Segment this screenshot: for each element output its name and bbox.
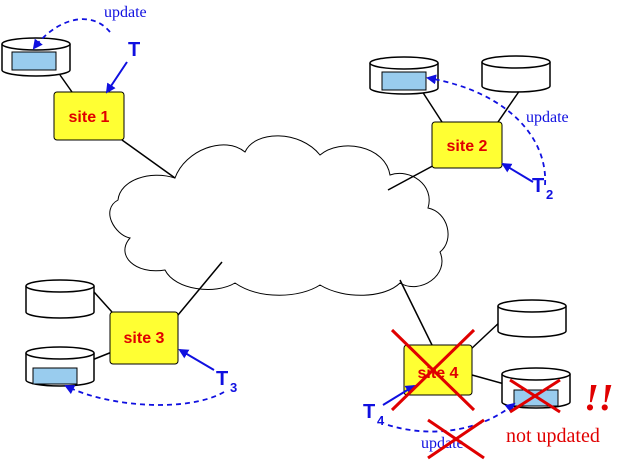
database-disk-site4-a — [497, 299, 567, 338]
t4-label: T — [363, 401, 375, 423]
site-1-node: site 1 — [53, 91, 125, 141]
site-1-label: site 1 — [69, 109, 110, 126]
t1-label: T — [128, 39, 140, 61]
database-disk-site2-a — [369, 56, 439, 95]
update-label-site1: update — [104, 4, 147, 21]
t4-subscript: 4 — [377, 413, 385, 428]
not-updated-label: not updated — [506, 425, 600, 447]
t3-subscript: 3 — [230, 380, 237, 395]
network-cloud — [109, 135, 449, 296]
disk-not-updated-cross — [509, 378, 561, 414]
replica-data-block — [32, 367, 78, 385]
update-cancel-cross — [427, 418, 485, 460]
database-disk-site2-b — [481, 55, 551, 93]
site-2-label: site 2 — [447, 138, 488, 155]
t3-label: T — [216, 368, 228, 390]
exclamation-marks: !! — [584, 377, 614, 419]
site-4-failure-cross — [390, 328, 476, 412]
update-arrows — [32, 18, 546, 433]
database-disk-site3-b — [25, 346, 95, 387]
database-disk-site3-a — [25, 279, 95, 319]
transaction-labels: T T 2 T 3 T 4 — [128, 39, 553, 428]
database-disk-site1 — [1, 37, 71, 77]
t2-label: T — [532, 175, 544, 197]
replica-data-block — [381, 71, 427, 91]
site-3-label: site 3 — [124, 330, 165, 347]
transaction-arrows — [105, 61, 534, 406]
site-3-node: site 3 — [109, 311, 179, 365]
update-label-site2: update — [526, 109, 569, 126]
replica-data-block — [11, 51, 57, 71]
site-2-node: site 2 — [431, 121, 503, 169]
t2-subscript: 2 — [546, 187, 553, 202]
database-disk-site4-b — [501, 367, 571, 409]
